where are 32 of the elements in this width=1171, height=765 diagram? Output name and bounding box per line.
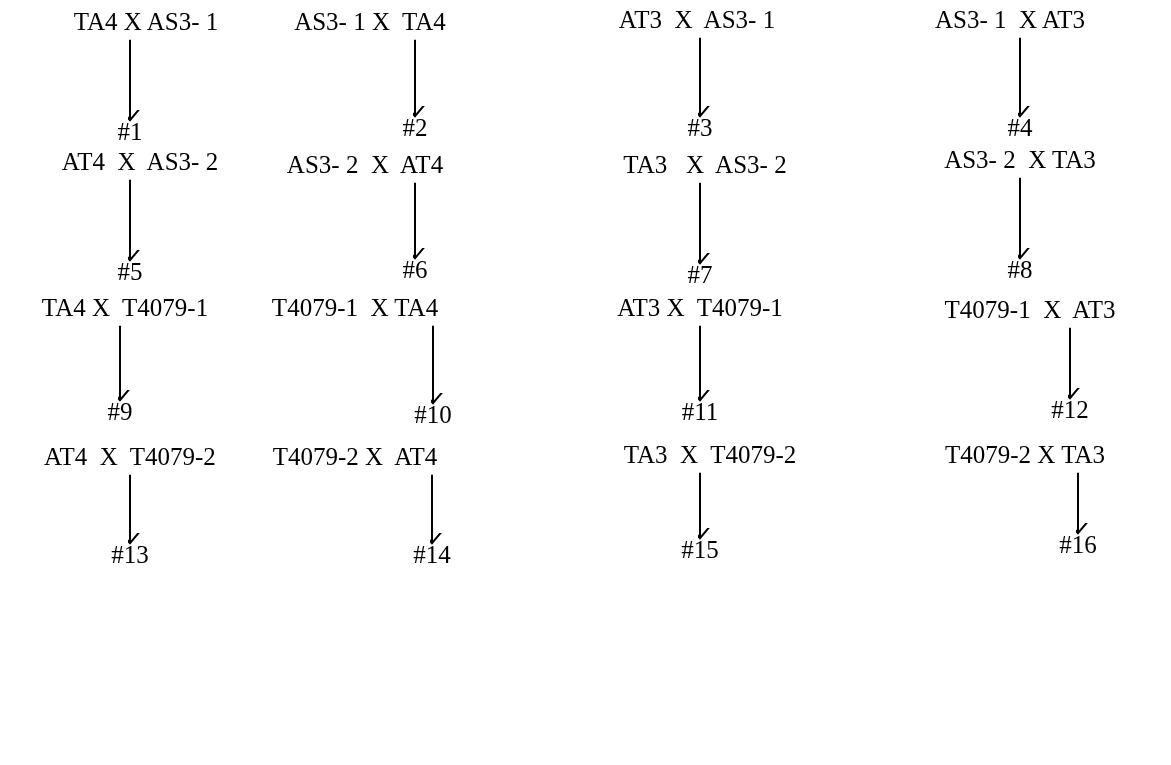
offspring-label: #13	[111, 541, 149, 569]
cross-label: T4079-2 X TA3	[945, 441, 1105, 469]
offspring-label: #7	[687, 261, 713, 289]
cross-label: AT3 X T4079-1	[617, 294, 783, 322]
offspring-label: #5	[117, 258, 143, 286]
cross-label: AT4 X T4079-2	[44, 443, 216, 471]
offspring-label: #15	[681, 536, 719, 564]
offspring-label: #11	[681, 398, 719, 426]
offspring-label: #9	[107, 398, 133, 426]
cross-label: TA3 X AS3- 2	[623, 151, 787, 179]
cross-label: AS3- 2 X AT4	[286, 151, 444, 179]
cross-label: T4079-1 X AT3	[944, 296, 1116, 324]
offspring-label: #6	[402, 256, 428, 284]
cross-label: AS3- 1 X TA4	[294, 8, 446, 36]
offspring-label: #14	[413, 541, 451, 569]
cross-label: T4079-1 X TA4	[271, 294, 439, 322]
cross-label: TA4 X T4079-1	[41, 294, 209, 322]
offspring-label: #10	[414, 401, 452, 429]
offspring-label: #4	[1007, 114, 1033, 142]
cross-label: AT4 X AS3- 2	[61, 148, 219, 176]
offspring-label: #16	[1059, 531, 1097, 559]
offspring-label: #12	[1051, 396, 1089, 424]
offspring-label: #3	[687, 114, 713, 142]
offspring-label: #8	[1007, 256, 1033, 284]
offspring-label: #1	[117, 118, 143, 146]
cross-label: T4079-2 X AT4	[272, 443, 438, 471]
cross-label: AS3- 2 X TA3	[944, 146, 1096, 174]
offspring-label: #2	[402, 114, 428, 142]
cross-label: AS3- 1 X AT3	[935, 6, 1085, 34]
cross-label: AT3 X AS3- 1	[618, 6, 776, 34]
cross-label: TA4 X AS3- 1	[73, 8, 219, 36]
cross-label: TA3 X T4079-2	[623, 441, 797, 469]
